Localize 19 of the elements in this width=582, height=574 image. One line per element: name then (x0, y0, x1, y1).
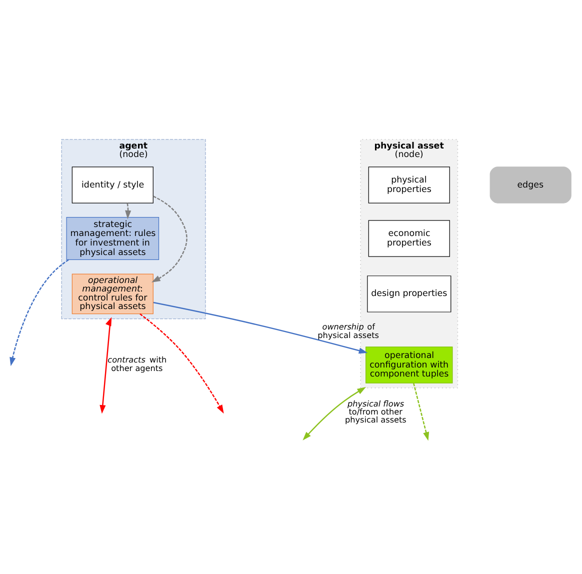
edge-label: ownership of physical assets (318, 322, 379, 340)
arrow (125, 203, 132, 220)
node-box: operational configuration with component tuples (366, 346, 453, 384)
node-box: identity / style (72, 166, 154, 204)
arrow (100, 317, 112, 414)
arrow (140, 313, 224, 414)
edge-label: physical flows to/from other physical assets (344, 398, 406, 424)
arrow (153, 302, 368, 354)
node-box: edges (490, 166, 572, 204)
node-box: physical properties (368, 166, 450, 204)
arrow (10, 259, 69, 366)
node-box: economic properties (368, 220, 450, 257)
node-box: operational management: control rules for physical assets (72, 274, 154, 314)
node-box: design properties (367, 276, 452, 312)
arrow (302, 387, 366, 440)
node-box: strategic management: rules for investment in physical assets (66, 217, 160, 260)
arrow (152, 196, 188, 282)
arrow (413, 383, 430, 441)
edge-label: contracts with other agents (108, 354, 167, 373)
